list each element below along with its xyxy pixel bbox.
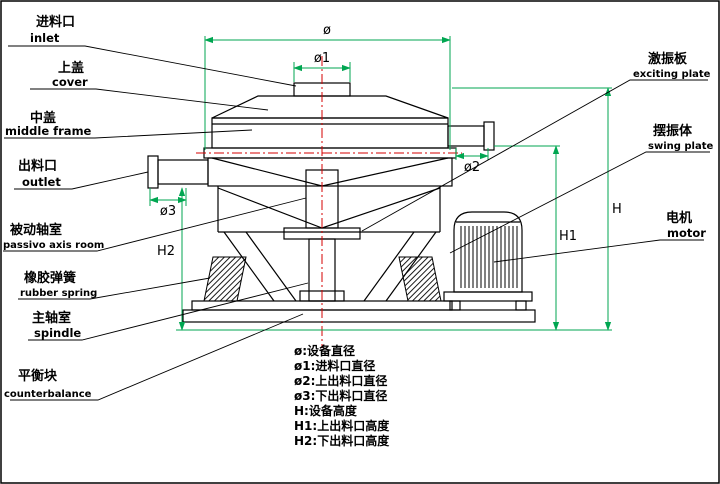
legend-line-h2: H2:下出料口高度 <box>294 433 390 448</box>
label-inlet-en: inlet <box>30 31 60 45</box>
lower-outlet-flange <box>147 155 159 189</box>
legend-line-phi3: ø3:下出料口直径 <box>294 388 387 403</box>
leader-spindle <box>28 282 309 341</box>
part-labels-left: 进料口 inlet 上盖 cover 中盖 middle frame 出料口 o… <box>3 14 104 400</box>
label-swing-plate-cn: 摆振体 <box>653 123 693 139</box>
label-inlet-cn: 进料口 <box>36 14 75 30</box>
motor-base <box>443 291 533 302</box>
upper-frame <box>211 117 449 149</box>
dimension-lines: ø ø1 ø2 ø3 H H1 H2 <box>149 23 622 331</box>
motor-cooling-fins <box>458 226 518 288</box>
dim-label-h: H <box>612 202 622 217</box>
leader-motor <box>493 239 704 263</box>
label-passive-axis-room-cn: 被动轴室 <box>9 222 62 238</box>
label-spindle-en: spindle <box>34 326 81 340</box>
label-exciting-plate-cn: 激振板 <box>648 51 688 67</box>
label-passive-axis-room-en: passivo axis room <box>3 240 104 251</box>
leader-outlet <box>14 171 149 190</box>
label-middle-frame-cn: 中盖 <box>30 110 56 126</box>
machine-outline <box>147 82 536 323</box>
dim-label-h1: H1 <box>559 229 577 244</box>
label-swing-plate-en: swing plate <box>648 141 713 152</box>
dim-label-phi: ø <box>323 23 331 38</box>
support-leg <box>245 231 297 302</box>
motor-bolt-left <box>449 300 461 311</box>
dim-label-phi3: ø3 <box>160 204 176 219</box>
label-motor-cn: 电机 <box>666 210 692 226</box>
label-spindle-cn: 主轴室 <box>32 310 71 326</box>
label-outlet-en: outlet <box>22 175 61 189</box>
motor-body <box>453 211 523 293</box>
dimension-legend: ø:设备直径 ø1:进料口直径 ø2:上出料口直径 ø3:下出料口直径 H:设备… <box>294 343 390 448</box>
screen-cone <box>211 157 449 187</box>
leader-passive-axis-room <box>3 197 307 252</box>
lower-outlet-pipe <box>157 159 209 185</box>
dim-label-h2: H2 <box>157 244 175 259</box>
legend-line-h: H:设备高度 <box>294 403 358 418</box>
label-exciting-plate-en: exciting plate <box>633 69 711 80</box>
legend-line-phi1: ø1:进料口直径 <box>294 358 375 373</box>
cover-dome <box>211 95 449 119</box>
label-counterbalance-cn: 平衡块 <box>18 368 58 384</box>
dim-label-phi1: ø1 <box>314 51 330 66</box>
label-cover-en: cover <box>52 75 88 89</box>
legend-line-phi: ø:设备直径 <box>294 343 355 358</box>
lower-frame <box>207 157 453 187</box>
leader-swing-plate <box>449 151 710 254</box>
leader-middle-frame <box>4 129 253 139</box>
label-counterbalance-en: counterbalance <box>4 389 92 400</box>
rubber-spring-left <box>203 256 247 302</box>
label-motor-en: motor <box>667 226 706 240</box>
label-outlet-cn: 出料口 <box>18 158 57 174</box>
upper-outlet-pipe <box>447 125 485 147</box>
leader-cover <box>30 88 269 111</box>
dim-label-phi2: ø2 <box>464 160 480 175</box>
inner-cone <box>217 187 441 229</box>
leader-rubber-spring <box>18 277 211 300</box>
rubber-spring-right <box>398 256 442 302</box>
leader-inlet <box>8 45 297 87</box>
motor-bolt-right <box>515 300 527 311</box>
legend-line-h1: H1:上出料口高度 <box>294 418 390 433</box>
leader-counterbalance <box>10 313 304 401</box>
leader-exciting-plate <box>361 79 708 232</box>
part-labels-right: 激振板 exciting plate 摆振体 swing plate 电机 mo… <box>633 51 713 240</box>
support-leg <box>363 231 415 302</box>
center-lines <box>196 56 462 348</box>
label-cover-cn: 上盖 <box>58 60 84 76</box>
ground-plate <box>182 309 536 323</box>
legend-line-phi2: ø2:上出料口直径 <box>294 373 387 388</box>
upper-outlet-flange <box>483 121 495 151</box>
support-leg <box>223 231 275 302</box>
label-rubber-spring-cn: 橡胶弹簧 <box>24 270 76 286</box>
label-middle-frame-en: middle frame <box>5 124 92 138</box>
leader-lines <box>3 45 710 401</box>
label-rubber-spring-en: rubber spring <box>20 288 97 299</box>
